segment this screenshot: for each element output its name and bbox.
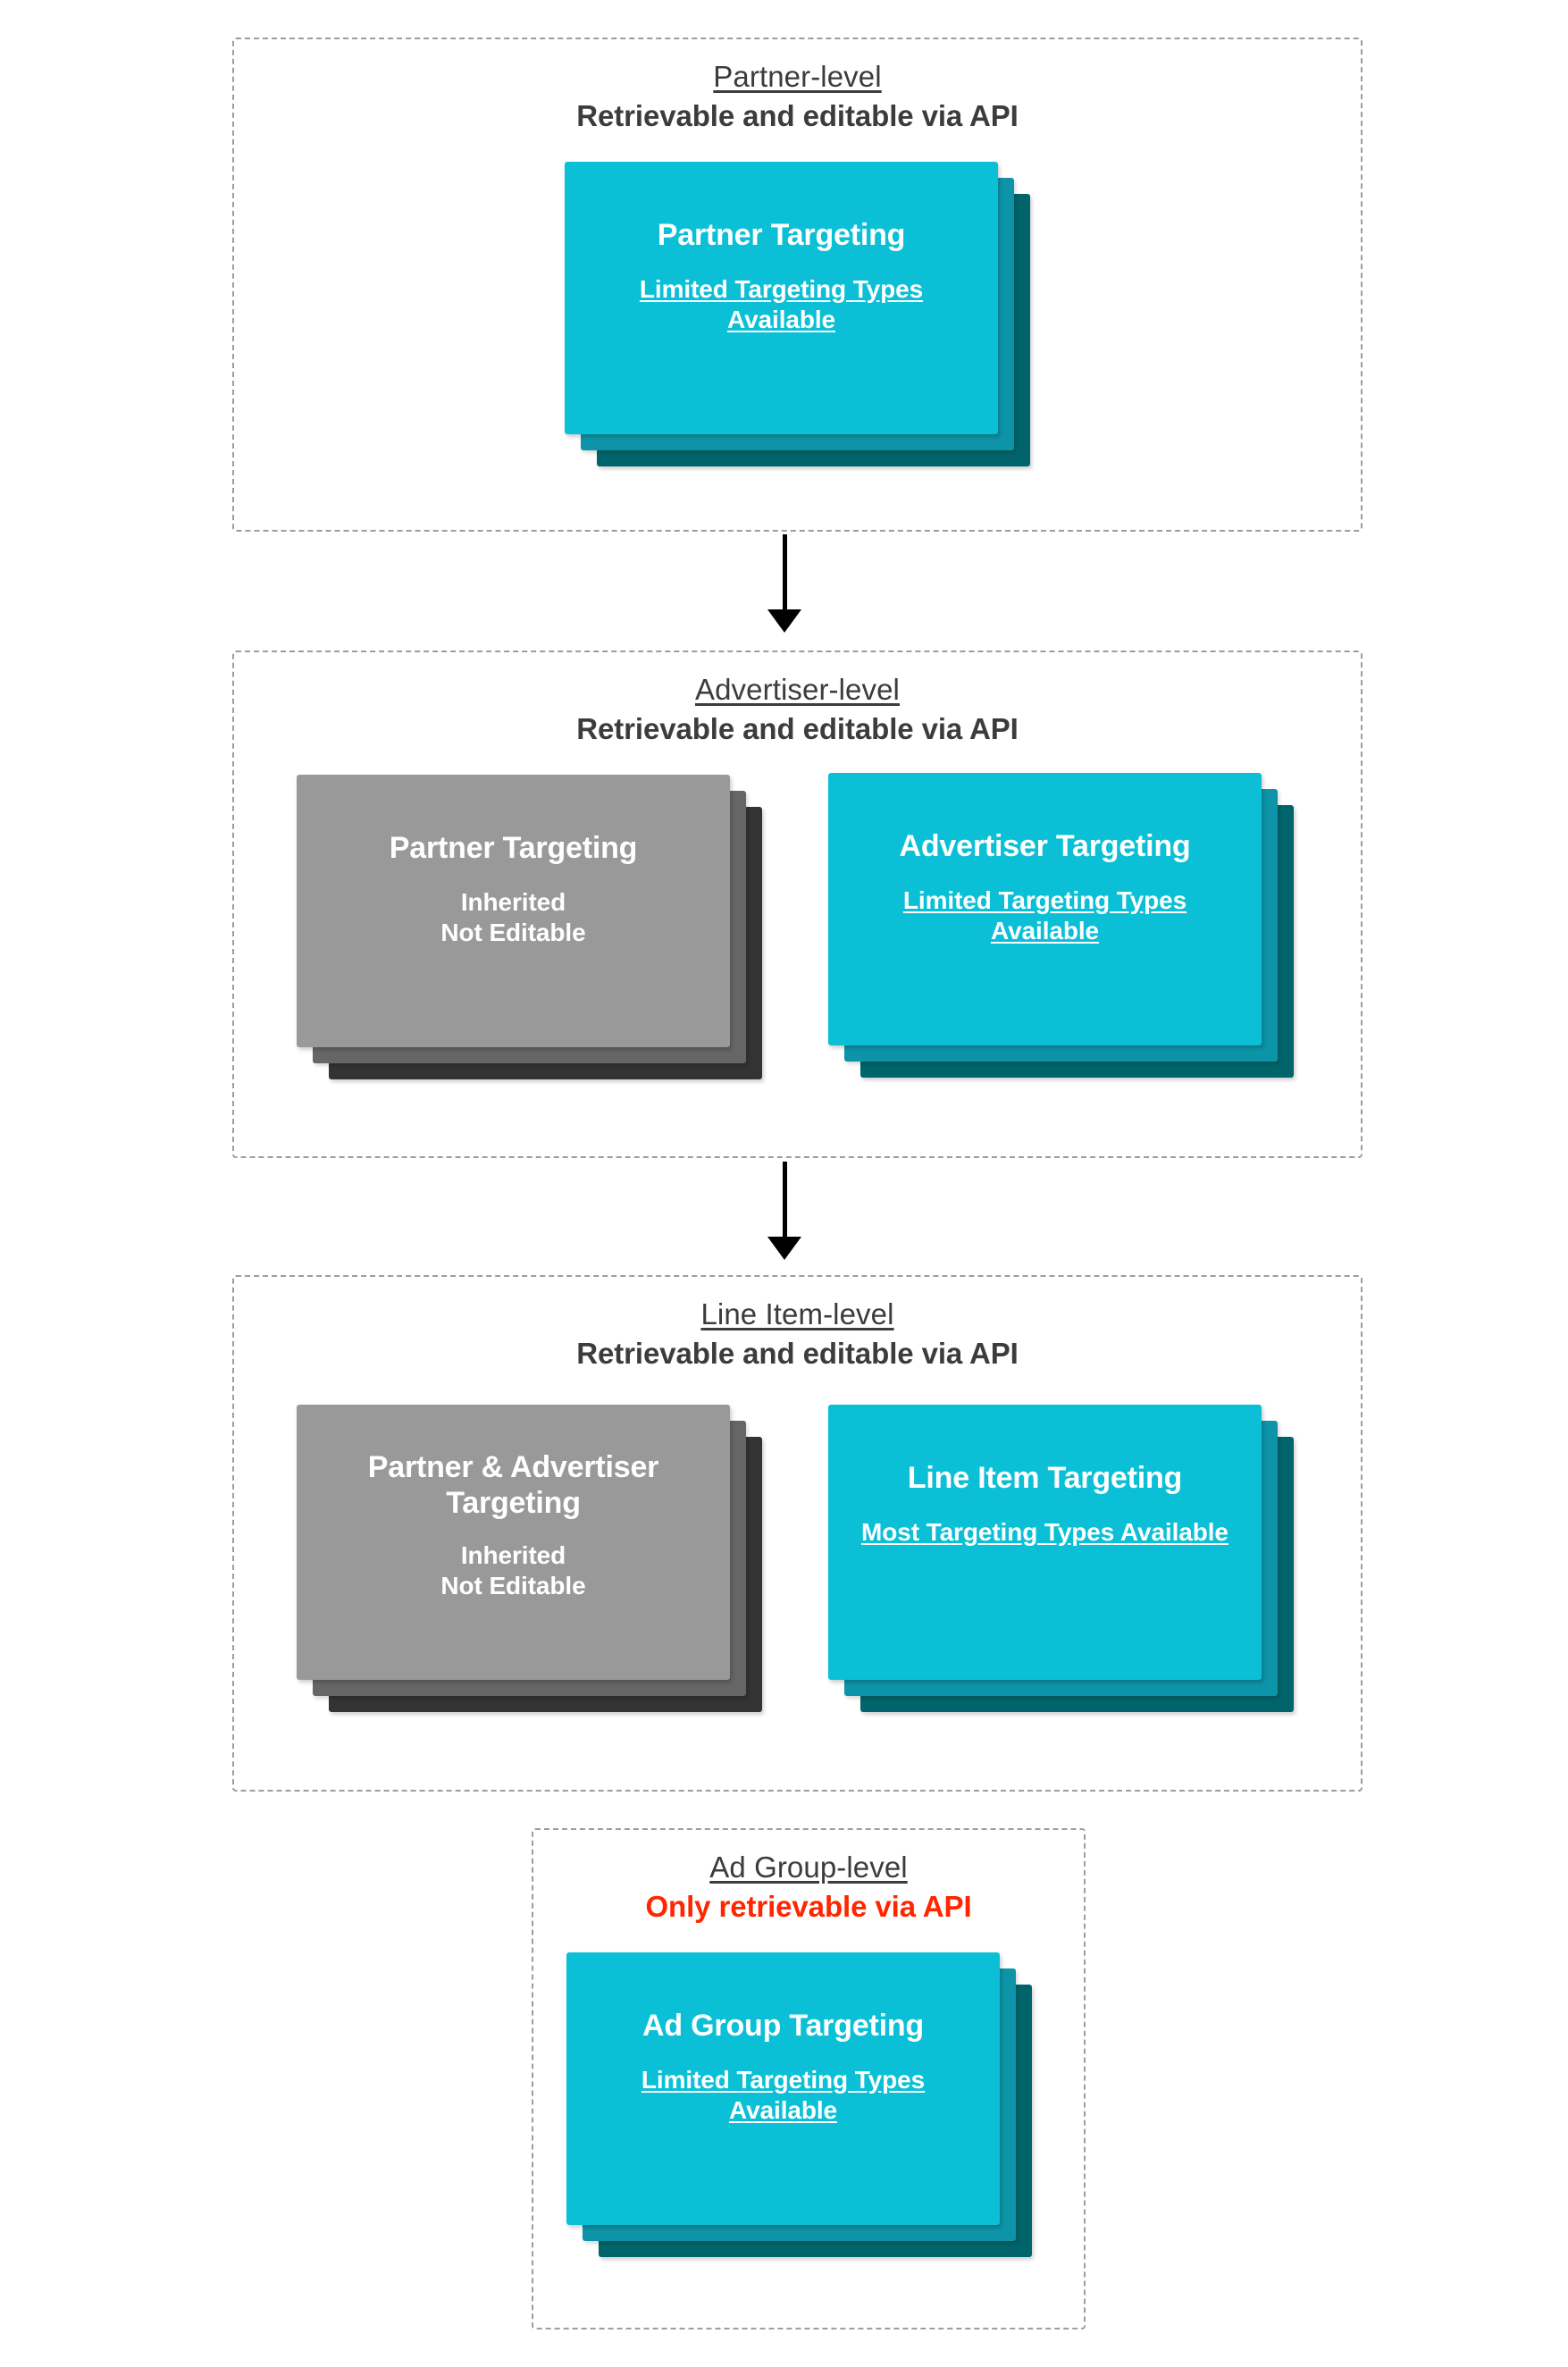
card-layer-front: Partner & Advertiser Targeting Inherited… (297, 1405, 730, 1680)
level-heading-line-item: Line Item-level Retrievable and editable… (234, 1297, 1361, 1372)
card-title: Line Item Targeting (907, 1461, 1183, 1495)
level-title-ad-group: Ad Group-level (709, 1851, 908, 1884)
level-title-line-item: Line Item-level (700, 1297, 894, 1330)
level-heading-ad-group: Ad Group-level Only retrievable via API (533, 1850, 1084, 1926)
card-partner-advertiser-targeting-inherited[interactable]: Partner & Advertiser Targeting Inherited… (297, 1405, 762, 1712)
level-title-advertiser: Advertiser-level (694, 673, 900, 706)
card-title: Partner Targeting (389, 831, 638, 865)
card-note: Inherited Not Editable (440, 1541, 586, 1600)
card-layer-front: Advertiser Targeting Limited Targeting T… (828, 773, 1262, 1045)
card-title: Advertiser Targeting (899, 829, 1191, 863)
card-line-item-targeting[interactable]: Line Item Targeting Most Targeting Types… (828, 1405, 1294, 1712)
level-subtitle-advertiser: Retrievable and editable via API (576, 712, 1019, 746)
arrow-partner-to-advertiser (767, 534, 802, 633)
card-note: Limited Targeting Types Available (902, 886, 1187, 945)
level-heading-partner: Partner-level Retrievable and editable v… (234, 59, 1361, 135)
card-partner-targeting-inherited[interactable]: Partner Targeting Inherited Not Editable (297, 775, 762, 1079)
card-layer-front: Line Item Targeting Most Targeting Types… (828, 1405, 1262, 1680)
level-box-ad-group: Ad Group-level Only retrievable via API … (532, 1828, 1086, 2329)
level-box-partner: Partner-level Retrievable and editable v… (232, 38, 1363, 532)
level-box-advertiser: Advertiser-level Retrievable and editabl… (232, 651, 1363, 1158)
card-note: Limited Targeting Types Available (639, 275, 924, 334)
level-title-partner: Partner-level (713, 60, 882, 93)
level-subtitle-partner: Retrievable and editable via API (576, 99, 1019, 133)
card-title: Ad Group Targeting (642, 2009, 924, 2043)
level-subtitle-ad-group: Only retrievable via API (645, 1890, 972, 1924)
card-ad-group-targeting[interactable]: Ad Group Targeting Limited Targeting Typ… (566, 1952, 1032, 2257)
level-heading-advertiser: Advertiser-level Retrievable and editabl… (234, 672, 1361, 748)
arrow-head (767, 1237, 801, 1260)
card-advertiser-targeting[interactable]: Advertiser Targeting Limited Targeting T… (828, 773, 1294, 1078)
card-title: Partner Targeting (657, 218, 906, 252)
card-note: Most Targeting Types Available (861, 1518, 1228, 1547)
card-layer-front: Partner Targeting Limited Targeting Type… (565, 162, 998, 434)
level-box-line-item: Line Item-level Retrievable and editable… (232, 1275, 1363, 1792)
card-title: Partner & Advertiser Targeting (367, 1450, 659, 1521)
card-layer-front: Ad Group Targeting Limited Targeting Typ… (566, 1952, 1000, 2225)
card-note: Limited Targeting Types Available (641, 2066, 926, 2125)
arrow-shaft (782, 534, 787, 611)
card-note: Inherited Not Editable (440, 888, 586, 947)
arrow-head (767, 609, 801, 633)
arrow-shaft (782, 1162, 787, 1238)
card-layer-front: Partner Targeting Inherited Not Editable (297, 775, 730, 1047)
card-partner-targeting[interactable]: Partner Targeting Limited Targeting Type… (565, 162, 1030, 466)
level-subtitle-line-item: Retrievable and editable via API (576, 1337, 1019, 1371)
arrow-advertiser-to-line-item (767, 1162, 802, 1260)
